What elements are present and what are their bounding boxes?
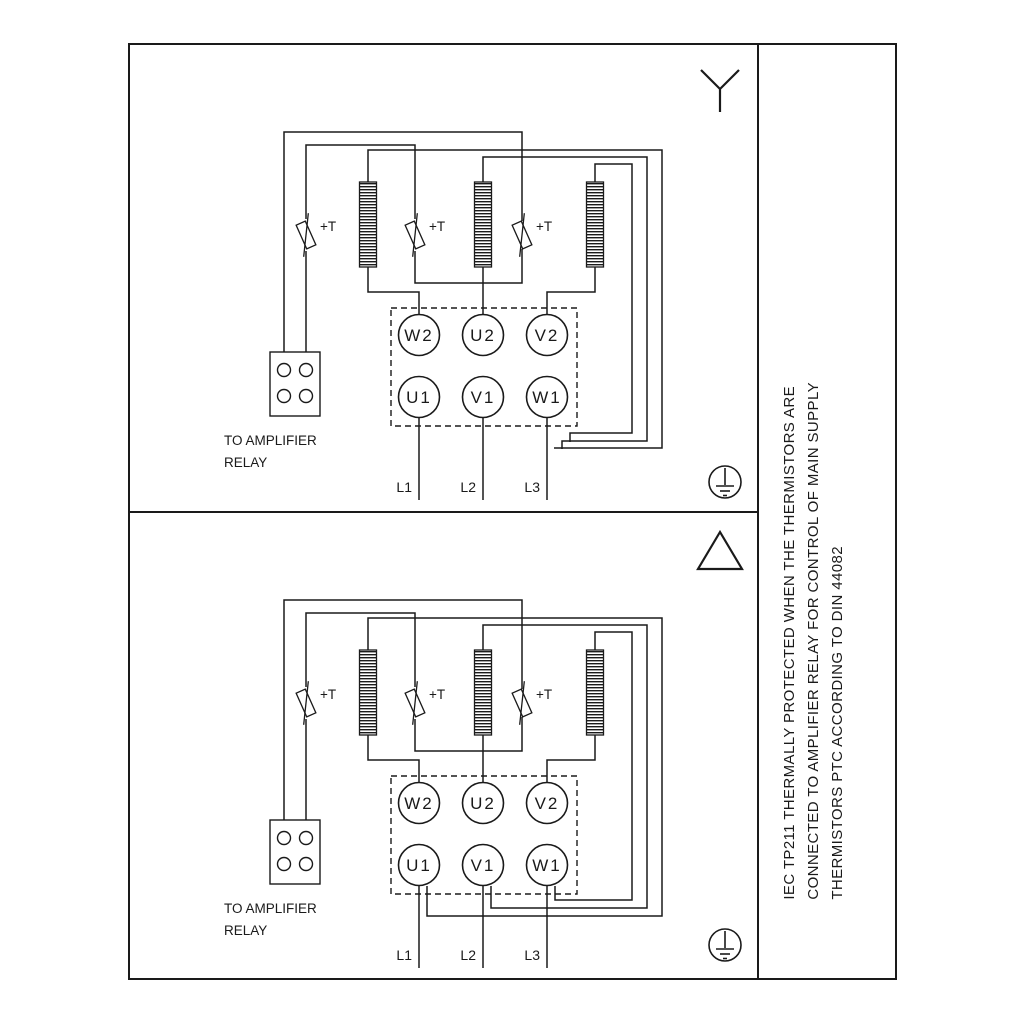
ground-icon — [708, 465, 742, 499]
side-note-line3: THERMISTORS PTC ACCORDING TO DIN 44082 — [829, 546, 846, 900]
winding-coil — [585, 649, 605, 736]
side-note-column: IEC TP211 THERMALLY PROTECTED WHEN THE T… — [759, 45, 895, 978]
relay-note-line2: RELAY — [224, 923, 267, 938]
wire — [482, 624, 648, 909]
relay-note-line1: TO AMPLIFIER — [224, 901, 317, 916]
supply-label-l2: L2 — [460, 479, 476, 495]
terminal-w2 — [397, 313, 441, 357]
terminal-label-v2: V2 — [535, 326, 560, 345]
wire — [414, 249, 523, 284]
star-symbol-icon — [700, 69, 740, 112]
amplifier-connector — [269, 351, 321, 417]
thermistor-icon — [404, 681, 426, 725]
terminal-label-w1: W1 — [532, 388, 562, 407]
terminal-block-outline — [390, 775, 578, 895]
terminal-label-u1: U1 — [406, 388, 432, 407]
thermistors — [295, 213, 533, 257]
terminal-label-w2: W2 — [404, 326, 434, 345]
thermistor-label: +T — [536, 219, 552, 234]
terminal-label-u2: U2 — [470, 326, 496, 345]
terminal-v2 — [525, 781, 569, 825]
relay-note-line1: TO AMPLIFIER — [224, 433, 317, 448]
wire — [367, 267, 420, 315]
star-wiring-diagram: +T +T +T W2 U2 V2 U1 V1 W1 — [224, 69, 742, 500]
thermistor-icon — [511, 213, 533, 257]
terminal-block-outline — [390, 307, 578, 427]
wiring — [283, 131, 663, 500]
terminal-u2 — [461, 781, 505, 825]
supply-label-l1: L1 — [396, 479, 412, 495]
wire — [305, 612, 416, 687]
terminal-label-w2: W2 — [404, 794, 434, 813]
side-note-line2: CONNECTED TO AMPLIFIER RELAY FOR CONTROL… — [805, 382, 822, 900]
terminal-w2 — [397, 781, 441, 825]
relay-note-line2: RELAY — [224, 455, 267, 470]
winding-coil — [585, 181, 605, 268]
diagram-panels: +T +T +T W2 U2 V2 U1 V1 W1 — [130, 45, 759, 978]
motor-windings — [358, 649, 605, 736]
supply-label-l3: L3 — [524, 947, 540, 963]
terminal-label-w1: W1 — [532, 856, 562, 875]
thermistor-label: +T — [320, 687, 336, 702]
wire — [554, 631, 633, 901]
supply-label-l2: L2 — [460, 947, 476, 963]
terminal-label-v1: V1 — [471, 856, 496, 875]
side-note-line1: IEC TP211 THERMALLY PROTECTED WHEN THE T… — [781, 386, 798, 900]
wire — [546, 735, 596, 783]
wire — [283, 599, 523, 820]
terminal-label-v2: V2 — [535, 794, 560, 813]
thermistor-label: +T — [320, 219, 336, 234]
terminal-u2 — [461, 313, 505, 357]
delta-symbol-icon — [696, 529, 744, 571]
thermistor-icon — [404, 213, 426, 257]
terminal-v1 — [461, 843, 505, 887]
terminal-v1 — [461, 375, 505, 419]
supply-label-l1: L1 — [396, 947, 412, 963]
terminal-w1 — [525, 375, 569, 419]
wire — [305, 144, 416, 219]
panel-delta: +T +T +T W2 U2 V2 U1 V1 W1 — [130, 513, 757, 978]
thermistor-label: +T — [536, 687, 552, 702]
wiring — [283, 599, 663, 968]
terminal-block — [397, 781, 569, 887]
thermistor-label: +T — [429, 687, 445, 702]
winding-coil — [358, 649, 378, 736]
terminal-label-u1: U1 — [406, 856, 432, 875]
terminal-v2 — [525, 313, 569, 357]
thermistor-icon — [295, 681, 317, 725]
amplifier-connector — [269, 819, 321, 885]
panel-star: +T +T +T W2 U2 V2 U1 V1 W1 — [130, 45, 757, 513]
wire — [546, 267, 596, 315]
ground-icon — [708, 928, 742, 962]
terminal-w1 — [525, 843, 569, 887]
motor-windings — [358, 181, 605, 268]
terminal-u1 — [397, 375, 441, 419]
winding-coil — [473, 649, 493, 736]
thermistor-icon — [511, 681, 533, 725]
terminal-label-u2: U2 — [470, 794, 496, 813]
wire — [414, 717, 523, 752]
thermistor-icon — [295, 213, 317, 257]
terminal-u1 — [397, 843, 441, 887]
winding-coil — [358, 181, 378, 268]
wire — [283, 131, 523, 352]
wire — [482, 156, 648, 449]
thermistors — [295, 681, 533, 725]
thermistor-label: +T — [429, 219, 445, 234]
wire — [367, 149, 663, 449]
terminal-label-v1: V1 — [471, 388, 496, 407]
terminal-block — [397, 313, 569, 419]
wire — [569, 163, 633, 442]
side-note: IEC TP211 THERMALLY PROTECTED WHEN THE T… — [778, 382, 850, 900]
supply-label-l3: L3 — [524, 479, 540, 495]
diagram-frame: +T +T +T W2 U2 V2 U1 V1 W1 — [128, 43, 897, 980]
winding-coil — [473, 181, 493, 268]
wire — [367, 735, 420, 783]
wire — [367, 617, 663, 917]
delta-wiring-diagram: +T +T +T W2 U2 V2 U1 V1 W1 — [224, 529, 744, 968]
